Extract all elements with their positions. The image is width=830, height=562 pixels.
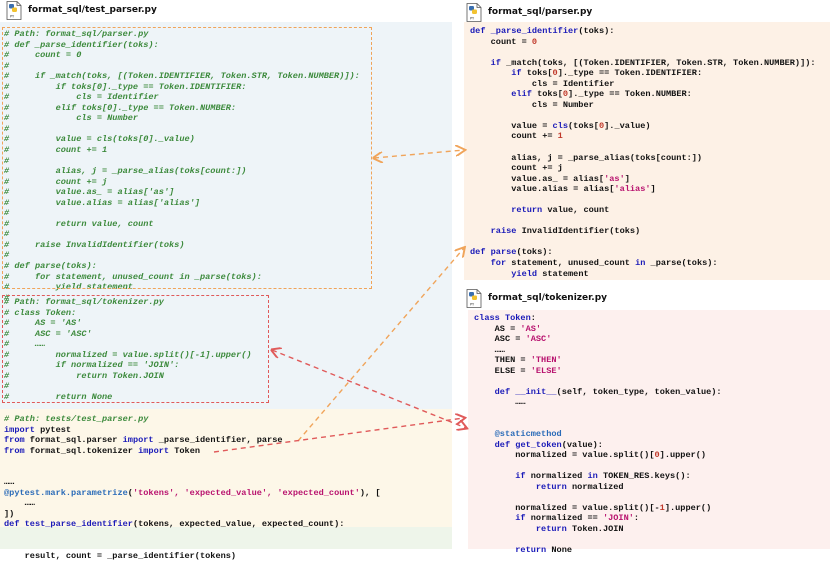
parser-code: def _parse_identifier(toks): count = 0 i…: [470, 26, 816, 279]
tokenizer-code: class Token: AS = 'AS' ASC = 'ASC' …… TH…: [474, 313, 722, 556]
result-line-bg: [0, 527, 452, 549]
comment-line: # return None: [4, 391, 113, 402]
parser-header: PY format_sql/parser.py: [466, 2, 592, 22]
comment-line: #: [4, 155, 10, 166]
comment-line: # value = cls(toks[0]._value): [4, 134, 195, 145]
comment-line: # for statement, unused_count in _parse(…: [4, 271, 262, 282]
python-file-icon: PY: [466, 288, 482, 308]
comment-line: #: [4, 292, 10, 303]
parser-context-comment: # Path: format_sql/parser.py# def _parse…: [4, 29, 360, 303]
parser-context-box: [2, 27, 372, 289]
tokenizer-file: PY format_sql/tokenizer.py class Token: …: [462, 288, 830, 555]
tokenizer-code-bg: [468, 310, 830, 549]
comment-line: #: [4, 123, 10, 134]
tokenizer-header: PY format_sql/tokenizer.py: [466, 288, 607, 308]
parser-filename: format_sql/parser.py: [488, 7, 593, 17]
parser-code-bg: [464, 22, 830, 280]
comment-line: # alias, j = _parse_alias(toks[count:]): [4, 166, 247, 177]
python-file-icon: PY: [6, 0, 22, 20]
python-file-icon: PY: [466, 2, 482, 22]
comment-line: #: [4, 208, 10, 219]
tokenizer-context-comment: # Path: format_sql/tokenizer.py# class T…: [4, 297, 252, 402]
comment-line: #: [4, 229, 10, 240]
comment-line: # Path: format_sql/tokenizer.py: [4, 297, 164, 307]
comment-line: # if _match(toks, [(Token.IDENTIFIER, To…: [4, 71, 360, 82]
comment-line: # elif toks[0]._type == Token.NUMBER:: [4, 102, 237, 113]
comment-line: #: [4, 60, 10, 71]
comment-line: # raise InvalidIdentifier(toks): [4, 239, 185, 250]
test-parser-header: PY format_sql/test_parser.py: [6, 0, 157, 20]
comment-line: # if toks[0]._type == Token.IDENTIFIER:: [4, 81, 247, 92]
comment-line: # value.as_ = alias['as']: [4, 187, 175, 198]
test-parser-filename: format_sql/test_parser.py: [28, 5, 157, 15]
comment-line: # def _parse_identifier(toks):: [4, 39, 159, 50]
comment-line: # normalized = value.split()[-1].upper(): [4, 349, 252, 360]
comment-line: # class Token:: [4, 307, 77, 318]
tokenizer-context-box: [2, 295, 269, 403]
comment-line: # return Token.JOIN: [4, 370, 164, 381]
comment-line: # def parse(toks):: [4, 261, 97, 272]
svg-text:PY: PY: [470, 302, 475, 306]
comment-line: # Path: format_sql/parser.py: [4, 29, 149, 39]
comment-line: # value.alias = alias['alias']: [4, 197, 200, 208]
comment-line: # count += 1: [4, 145, 108, 156]
comment-line: # count += j: [4, 176, 108, 187]
comment-line: # yield statement: [4, 282, 133, 293]
svg-text:PY: PY: [470, 16, 475, 20]
comment-line: # if normalized == 'JOIN':: [4, 360, 180, 371]
tokenizer-filename: format_sql/tokenizer.py: [488, 293, 608, 303]
comment-line: #: [4, 250, 10, 261]
comment-line: # cls = Number: [4, 113, 139, 124]
comment-line: # count = 0: [4, 50, 82, 61]
test-parser-file: PY format_sql/test_parser.py # Path: for…: [0, 0, 452, 561]
comment-line: # ……: [4, 339, 46, 350]
parser-file: PY format_sql/parser.py def _parse_ident…: [462, 0, 830, 284]
comment-line: # cls = Identifier: [4, 92, 159, 103]
svg-text:PY: PY: [10, 14, 15, 18]
comment-line: # return value, count: [4, 218, 154, 229]
path-comment: # Path: tests/test_parser.py: [4, 414, 149, 424]
comment-line: # AS = 'AS': [4, 318, 82, 329]
comment-line: # ASC = 'ASC': [4, 328, 92, 339]
comment-line: #: [4, 381, 10, 392]
